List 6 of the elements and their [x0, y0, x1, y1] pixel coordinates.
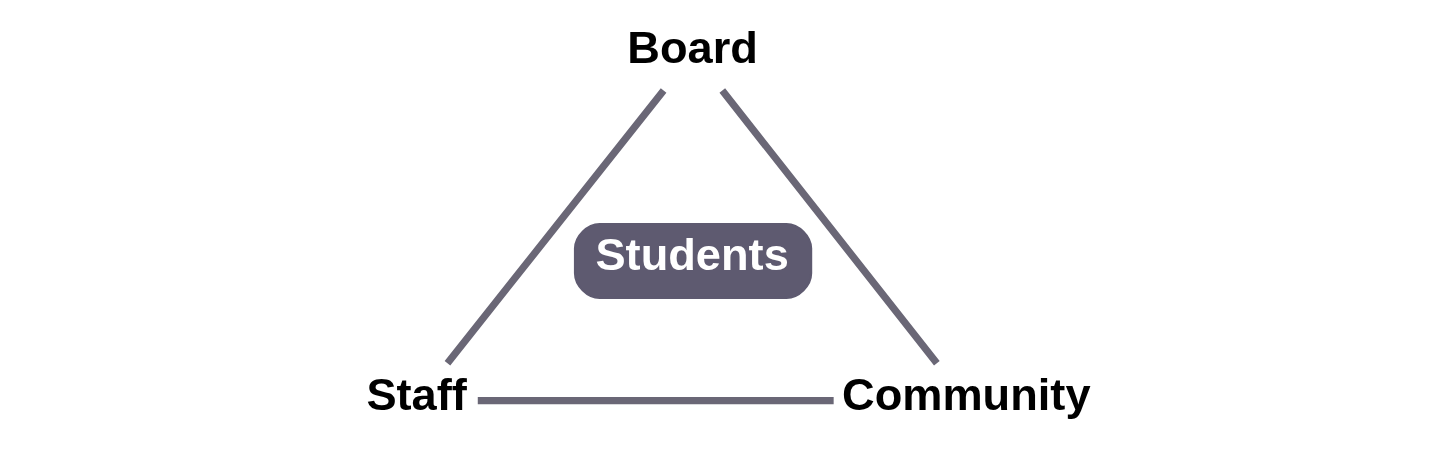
node-text: Community: [841, 369, 1091, 421]
connector: [718, 88, 940, 366]
node-text: Staff: [365, 369, 467, 421]
node-box: Students: [573, 222, 812, 299]
node-text: Board: [626, 21, 758, 73]
connector: [444, 88, 666, 366]
